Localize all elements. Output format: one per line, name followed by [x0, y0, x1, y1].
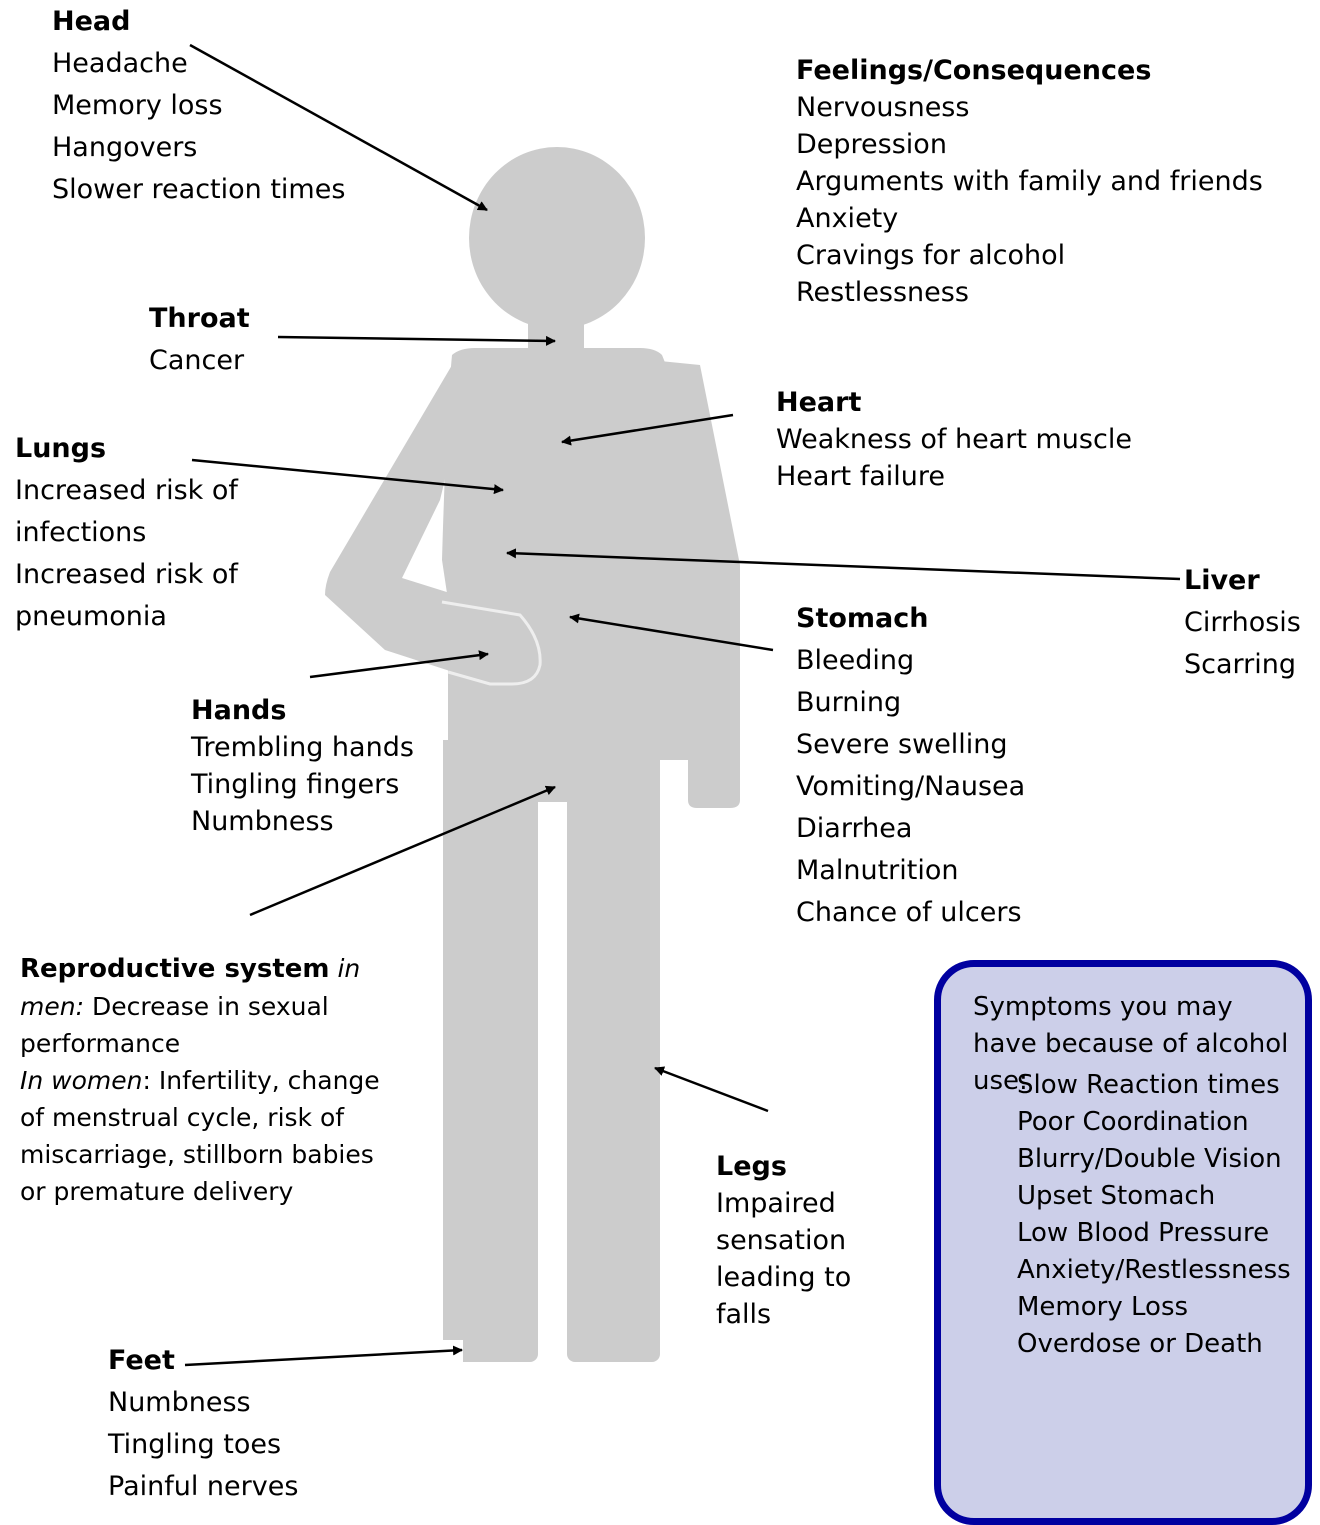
head-arrow: [189, 43, 488, 212]
symptom-item: Overdose or Death: [1017, 1329, 1263, 1359]
reproductive-title: Reproductive system: [20, 954, 330, 984]
symptom-item: Low Blood Pressure: [1017, 1218, 1270, 1248]
throat-title: Throat: [149, 303, 250, 334]
heart-item: Weakness of heart muscle: [776, 424, 1132, 455]
liver-item: Scarring: [1184, 649, 1297, 680]
heart-arrow: [561, 413, 734, 446]
liver-title: Liver: [1184, 565, 1260, 596]
legs-item: Impaired: [716, 1188, 836, 1219]
feet-item: Tingling toes: [108, 1429, 282, 1460]
reproductive-arrow: [249, 785, 556, 917]
liver-block: Liver Cirrhosis Scarring: [1184, 560, 1301, 686]
left-leg-shape: [443, 740, 538, 1362]
hands-item: Tingling fingers: [191, 769, 400, 800]
symptoms-callout-box: Symptoms you may have because of alcohol…: [934, 960, 1312, 1525]
throat-arrow: [277, 335, 556, 346]
lungs-arrow: [191, 458, 504, 495]
head-item: Headache: [52, 48, 188, 79]
leg-gap: [538, 802, 567, 1382]
stomach-item: Diarrhea: [796, 813, 913, 844]
stomach-item: Severe swelling: [796, 729, 1008, 760]
head-block: Head Headache Memory loss Hangovers Slow…: [52, 1, 345, 211]
stomach-item: Chance of ulcers: [796, 897, 1022, 928]
liver-item: Cirrhosis: [1184, 607, 1301, 638]
legs-item: falls: [716, 1299, 772, 1330]
hands-item: Trembling hands: [191, 732, 414, 763]
head-shape: [469, 147, 645, 329]
feelings-item: Cravings for alcohol: [796, 240, 1066, 271]
left-arm-shape: [325, 360, 541, 684]
symptom-item: Poor Coordination: [1017, 1107, 1249, 1137]
feet-item: Numbness: [108, 1387, 251, 1418]
lungs-block: Lungs Increased risk of infections Incre…: [15, 428, 238, 638]
stomach-arrow: [569, 613, 774, 652]
head-item: Hangovers: [52, 132, 198, 163]
symptoms-intro: Symptoms you may have because of alcohol…: [973, 992, 1289, 1096]
reproductive-block: Reproductive system in men: Decrease in …: [20, 950, 392, 1210]
legs-block: Legs Impaired sensation leading to falls: [716, 1148, 851, 1333]
hand-outline: [441, 600, 542, 686]
lungs-item: Increased risk of: [15, 475, 238, 506]
symptom-item: Blurry/Double Vision: [1017, 1144, 1282, 1174]
feelings-item: Anxiety: [796, 203, 899, 234]
stomach-item: Burning: [796, 687, 902, 718]
feelings-item: Restlessness: [796, 277, 969, 308]
legs-item: sensation: [716, 1225, 847, 1256]
stomach-item: Bleeding: [796, 645, 915, 676]
heart-item: Heart failure: [776, 461, 946, 492]
heart-block: Heart Weakness of heart muscle Heart fai…: [776, 384, 1132, 495]
head-item: Memory loss: [52, 90, 223, 121]
hands-arrow: [309, 650, 489, 679]
symptom-item: Upset Stomach: [1017, 1181, 1216, 1211]
feelings-title: Feelings/Consequences: [796, 55, 1152, 86]
right-arm-shape: [650, 360, 740, 808]
symptom-item: Anxiety/Restlessness: [1017, 1255, 1291, 1285]
hands-title: Hands: [191, 695, 287, 726]
feet-arrow: [184, 1345, 463, 1367]
hands-block: Hands Trembling hands Tingling fingers N…: [191, 692, 414, 840]
right-leg-shape: [567, 740, 660, 1362]
pointer-arrows: [184, 43, 1181, 1367]
feelings-item: Depression: [796, 129, 947, 160]
stomach-block: Stomach Bleeding Burning Severe swelling…: [796, 598, 1025, 934]
liver-arrow: [506, 548, 1181, 581]
legs-title: Legs: [716, 1151, 787, 1182]
symptoms-list: Slow Reaction times Poor Coordination Bl…: [1017, 1067, 1291, 1363]
heart-title: Heart: [776, 387, 862, 418]
feelings-block: Feelings/Consequences Nervousness Depres…: [796, 52, 1263, 311]
stomach-item: Vomiting/Nausea: [796, 771, 1026, 802]
feet-title: Feet: [108, 1345, 175, 1376]
feet-block: Feet Numbness Tingling toes Painful nerv…: [108, 1340, 298, 1508]
hip-shape: [443, 740, 660, 802]
lungs-item: infections: [15, 517, 147, 548]
feelings-item: Arguments with family and friends: [796, 166, 1263, 197]
reproductive-women-label: In women: [20, 1066, 143, 1095]
lungs-title: Lungs: [15, 433, 107, 464]
hands-item: Numbness: [191, 806, 334, 837]
legs-item: leading to: [716, 1262, 852, 1293]
throat-block: Throat Cancer: [149, 298, 250, 382]
throat-item: Cancer: [149, 345, 245, 376]
lungs-item: Increased risk of: [15, 559, 238, 590]
body-silhouette: [325, 147, 740, 1362]
stomach-title: Stomach: [796, 603, 929, 634]
head-item: Slower reaction times: [52, 174, 346, 205]
symptom-item: Slow Reaction times: [1017, 1070, 1280, 1100]
reproductive-women-text: : Infertility, change of menstrual cycle…: [20, 1066, 380, 1206]
feelings-item: Nervousness: [796, 92, 970, 123]
symptom-item: Memory Loss: [1017, 1292, 1189, 1322]
reproductive-men-text: Decrease in sexual performance: [20, 992, 329, 1058]
head-title: Head: [52, 6, 131, 37]
stomach-item: Malnutrition: [796, 855, 959, 886]
feet-item: Painful nerves: [108, 1471, 299, 1502]
reproductive-men-label: in men:: [20, 954, 361, 1021]
legs-arrow: [654, 1066, 769, 1113]
lungs-item: pneumonia: [15, 601, 167, 632]
